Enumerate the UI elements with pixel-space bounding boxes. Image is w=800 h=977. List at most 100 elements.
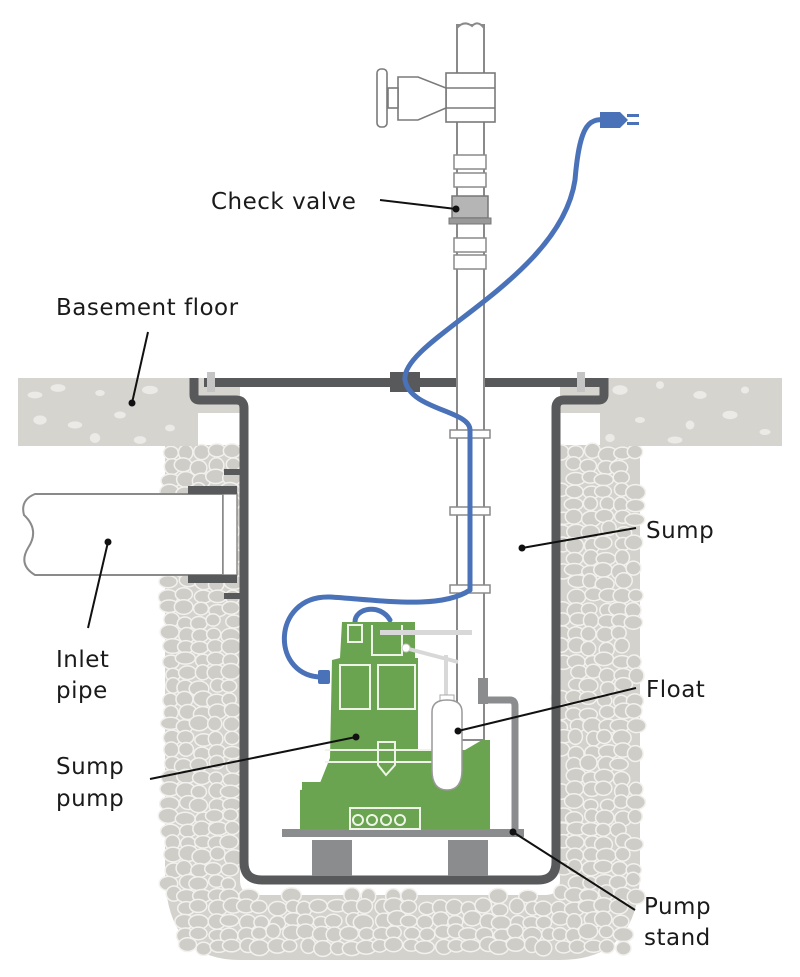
gravel-stone [610,625,627,641]
gravel-stone [551,926,568,942]
gravel-stone [628,781,644,797]
gravel-stone [624,483,647,501]
gravel-stone [508,897,526,915]
gravel-stone [592,561,614,578]
gravel-stone [460,938,481,953]
gravel-stone [580,625,597,642]
gravel-stone [570,664,588,680]
gravel-stone [189,615,208,631]
gravel-stone [599,495,616,512]
label-basement-floor: Basement floor [56,295,239,321]
concrete-aggregate [67,421,83,429]
gravel-stone [177,741,195,757]
concrete-aggregate [655,381,665,389]
gravel-stone [177,937,198,953]
gravel-stone [580,640,597,657]
gravel-stone [626,444,644,460]
gravel-stone [593,484,613,499]
gravel-stone [175,859,193,877]
gravel-stone [267,900,288,917]
label-sump-pump-line2: pump [56,786,124,812]
gravel-stone [162,445,180,461]
gravel-stone [624,512,646,527]
gravel-stone [403,926,421,941]
gravel-stone [614,571,633,590]
label-sump: Sump [646,518,714,544]
concrete-aggregate [114,411,126,419]
label-float: Float [646,677,705,703]
gravel-stone [416,914,434,930]
gravel-stone [220,662,242,681]
gravel-stone [205,627,222,642]
basement-floor-slab [18,378,782,446]
gravel-stone [625,871,642,887]
gravel-stone [564,508,584,525]
label-pump-stand-line1: Pump [644,894,711,920]
label-inlet-pipe-line2: pipe [56,678,108,704]
gravel-stone [221,938,242,953]
gravel-stone [612,470,631,485]
gravel-stone [265,922,282,940]
gravel-stone [358,926,375,941]
gravel-stone [295,923,316,940]
gate-valve [376,68,496,128]
gravel-stone [595,822,612,837]
gravel-stone [219,913,240,928]
concrete-aggregate [142,385,158,395]
gravel-stone [248,939,270,957]
gravel-stone [174,586,194,602]
gravel-stone [192,443,211,461]
gravel-stone [628,667,645,685]
concrete-aggregate [27,391,43,399]
gravel-stone [219,834,240,850]
gravel-stone [625,560,642,576]
gravel-stone [612,914,630,929]
gravel-stone [195,941,212,957]
gravel-stone [582,611,600,629]
gravel-stone [191,848,213,866]
gravel-stone [624,534,644,551]
gravel-stone [608,898,629,915]
gravel-stone [534,939,553,957]
gravel-stone [614,846,631,862]
gravel-stone [209,846,226,861]
concrete-aggregate [693,391,707,399]
gravel-stone [222,745,242,760]
label-check-valve: Check valve [211,189,356,215]
gravel-stone [596,728,613,745]
concrete-aggregate [634,416,646,424]
concrete-aggregate [605,433,615,443]
gravel-stone [174,651,197,665]
label-sump-pump-line1: Sump [56,754,124,780]
gravel-stone [462,909,483,927]
gravel-stone [612,926,635,943]
gravel-stone [339,925,360,942]
gravel-stone [191,770,212,786]
float [431,694,463,791]
gravel-stone [627,588,644,603]
gravel-stone [491,902,509,918]
gravel-stone [625,794,647,811]
concrete-aggregate [33,415,47,425]
gravel-stone [593,910,613,928]
gravel-stone [399,914,418,928]
gravel-stone [614,548,631,566]
gravel-stone [609,757,629,772]
gravel-stone [159,623,180,641]
gravel-stone [300,937,317,955]
gravel-stone [610,860,629,877]
gravel-stone [163,741,180,758]
gravel-stone [355,897,374,915]
gravel-stone [225,457,242,472]
gravel-stone [506,923,524,940]
gravel-stone [173,457,193,473]
concrete-aggregate [685,420,695,430]
concrete-aggregate [133,436,147,444]
gravel-stone [177,665,198,681]
gravel-stone [567,727,584,746]
gravel-stone [222,443,242,459]
gravel-stone [626,744,644,763]
gravel-stone [598,704,616,720]
gravel-stone [488,939,510,956]
gravel-stone [593,651,615,667]
